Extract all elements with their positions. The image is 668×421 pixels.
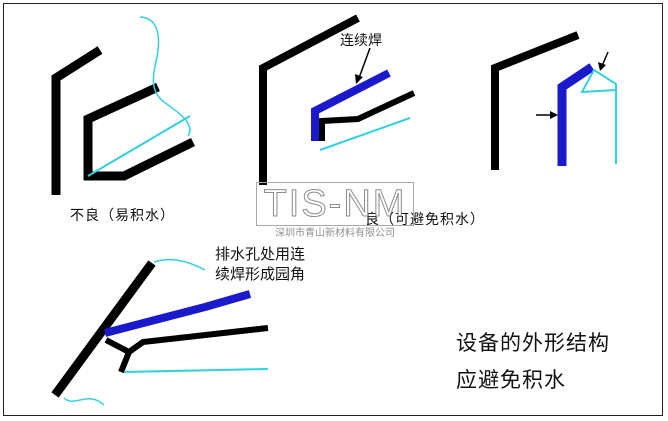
watermark: TIS-NM 深圳市青山新材料有限公司 <box>256 182 414 239</box>
drain-slanted-wall <box>51 260 156 398</box>
bad-design-figure <box>51 16 195 195</box>
bad-water-curve <box>139 16 191 137</box>
good-water-line <box>319 117 411 151</box>
drain-weld-strip <box>103 290 252 337</box>
bad-outer-frame <box>51 46 103 195</box>
drain-water-line <box>123 368 269 373</box>
drain-note-line-1: 排水孔处用连 <box>215 245 306 263</box>
good-weld-strip <box>311 69 391 141</box>
drain-design-figure <box>51 258 269 406</box>
sloped-water-outline <box>580 69 617 164</box>
sloped-design-figure <box>491 31 617 170</box>
top-arrow <box>601 51 609 67</box>
design-note-line-2: 应避免积水 <box>456 368 566 392</box>
weld-arrow-head <box>355 74 363 84</box>
border-frame <box>3 3 663 416</box>
good-design-figure <box>259 14 416 185</box>
good-outer-frame <box>259 14 360 185</box>
good-channel <box>319 90 416 141</box>
good-caption: 良（可避免积水） <box>365 212 485 228</box>
bad-channel <box>83 82 195 181</box>
top-arrow-head <box>598 62 606 71</box>
drain-water-curve-top <box>153 258 206 271</box>
watermark-box <box>256 182 414 226</box>
watermark-logo: TIS-NM <box>263 183 407 226</box>
drain-water-curve-bottom <box>63 397 105 406</box>
drain-note-line-2: 续焊形成园角 <box>215 265 306 283</box>
bad-caption: 不良（易积水） <box>70 208 175 224</box>
watermark-company: 深圳市青山新材料有限公司 <box>275 228 395 239</box>
design-note-line-1: 设备的外形结构 <box>456 331 610 355</box>
drain-channel <box>104 325 269 374</box>
side-arrow-head <box>550 111 558 119</box>
weld-arrow <box>358 47 371 79</box>
sloped-weld-strip <box>557 63 595 166</box>
bad-water-line <box>87 115 191 177</box>
sloped-outer-frame <box>491 31 580 170</box>
continuous-weld-label: 连续焊 <box>340 33 382 49</box>
